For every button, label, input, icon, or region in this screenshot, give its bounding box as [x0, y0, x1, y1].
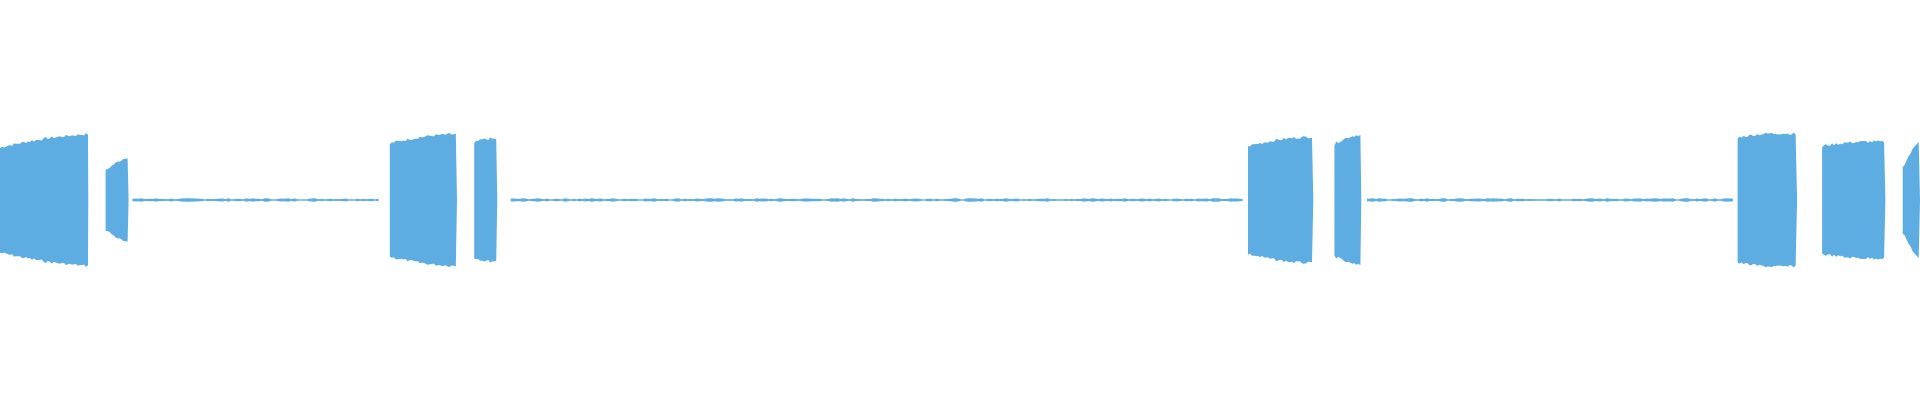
waveform-burst-3 — [389, 133, 457, 267]
waveform-silence-5 — [510, 198, 1243, 202]
waveform-burst-0 — [0, 133, 89, 267]
waveform-burst-9 — [1737, 132, 1798, 268]
waveform-burst-10 — [1822, 140, 1886, 260]
waveform-silence-8 — [1367, 198, 1733, 202]
waveform-silence-2 — [132, 198, 379, 202]
waveform-burst-7 — [1334, 134, 1362, 266]
waveform-track — [0, 132, 1920, 268]
waveform-burst-4 — [474, 137, 498, 263]
waveform-burst-6 — [1248, 136, 1314, 264]
waveform-burst-1 — [105, 158, 129, 242]
waveform-burst-11 — [1902, 141, 1920, 259]
